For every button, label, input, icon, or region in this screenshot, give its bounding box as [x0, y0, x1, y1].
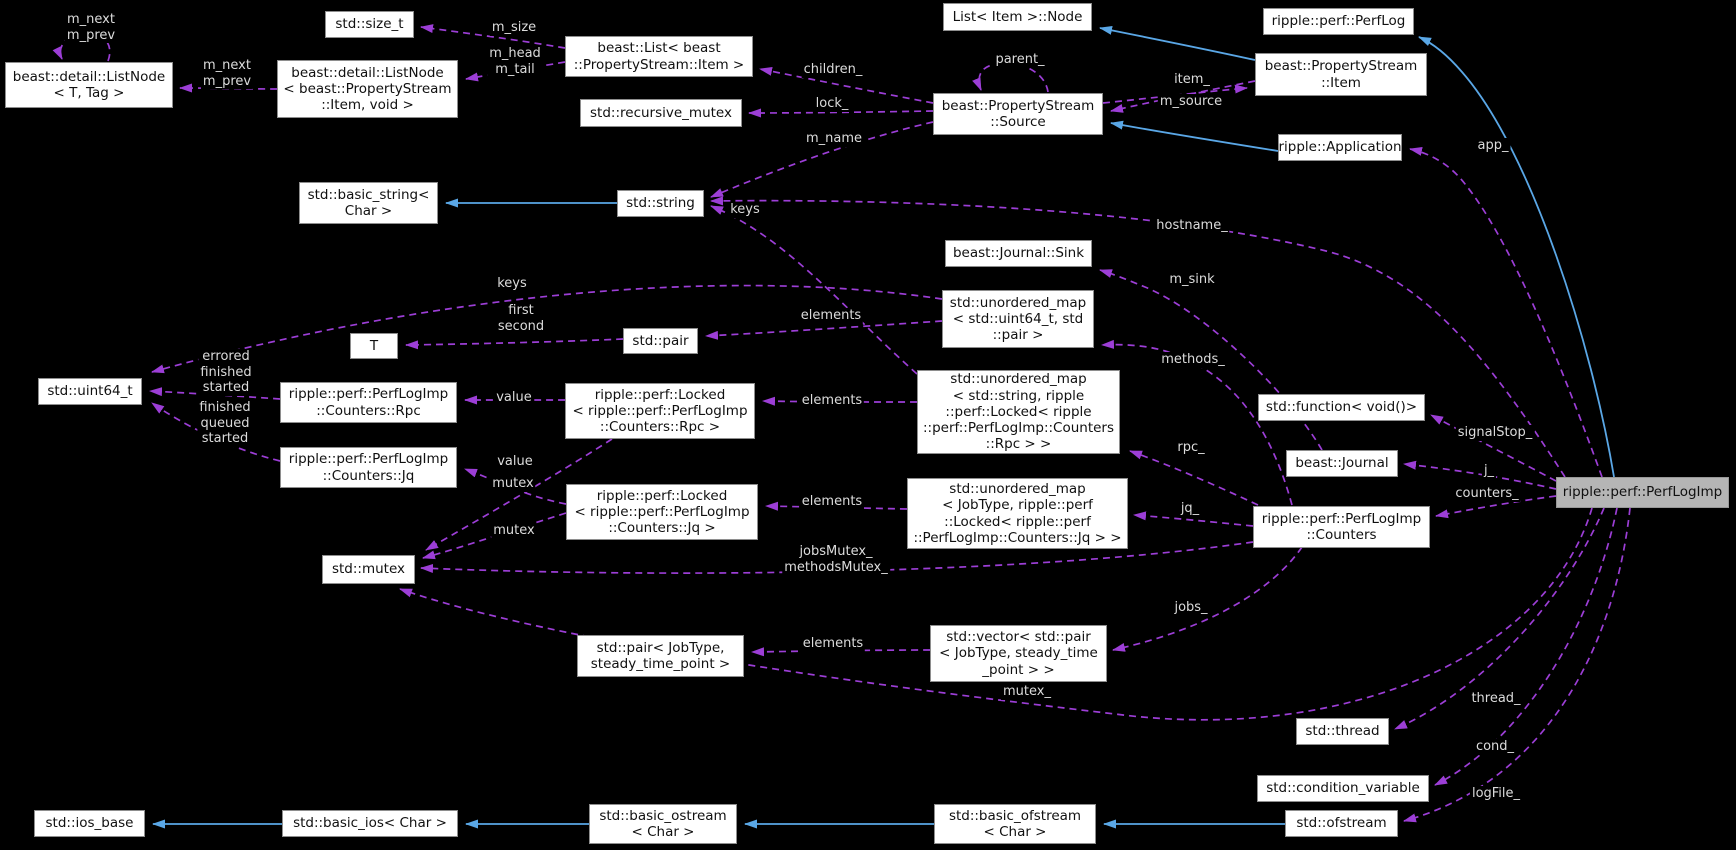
edge-list_psitem-listnode_psitem [465, 61, 566, 82]
edge-rpc_counters-uint64 [149, 387, 281, 400]
edge-counters-umap_jobtype [1133, 511, 1254, 527]
node-list_item_node[interactable]: List< Item >::Node [943, 3, 1092, 31]
edge-listnode_psitem-listnode_t_tag [179, 83, 278, 93]
edge-perflogimp-perflog [1418, 36, 1615, 478]
edge-perflogimp-thread [1394, 507, 1605, 730]
edge-umap_string-string [710, 205, 918, 375]
edge-ps_source-ps_item [1102, 84, 1248, 104]
edge-perflogimp-function_void [1430, 414, 1557, 482]
node-umap_uint64[interactable]: std::unordered_map < std::uint64_t, std … [942, 290, 1094, 348]
node-umap_jobtype[interactable]: std::unordered_map < JobType, ripple::pe… [907, 478, 1128, 549]
edge-vector-pair_jobtype [751, 647, 931, 657]
node-ofstream[interactable]: std::ofstream [1285, 810, 1398, 837]
node-locked_jq[interactable]: ripple::perf::Locked < ripple::perf::Per… [566, 484, 758, 540]
node-application[interactable]: ripple::Application [1278, 134, 1402, 161]
edge-perflogimp-ofstream [1403, 507, 1631, 823]
edge-application-ps_source [1110, 120, 1279, 152]
node-string[interactable]: std::string [617, 190, 704, 217]
node-umap_string[interactable]: std::unordered_map < std::string, ripple… [917, 370, 1120, 454]
node-function_void[interactable]: std::function< void()> [1258, 394, 1425, 421]
edge-locked_jq-jq_counters [464, 468, 567, 505]
edge-jq_counters-uint64 [151, 402, 281, 462]
node-pair[interactable]: std::pair [623, 328, 698, 354]
edge-perflogimp-application [1409, 146, 1603, 478]
node-basic_string[interactable]: std::basic_string< Char > [299, 182, 438, 224]
node-basic_ofstream[interactable]: std::basic_ofstream < Char > [934, 804, 1096, 844]
node-ios_base[interactable]: std::ios_base [34, 810, 145, 837]
edge-ps_source-recursive_mutex [748, 108, 934, 118]
node-uint64[interactable]: std::uint64_t [38, 378, 142, 405]
edge-locked_rpc-mutex [425, 438, 613, 551]
node-basic_ios[interactable]: std::basic_ios< Char > [282, 810, 458, 837]
node-recursive_mutex[interactable]: std::recursive_mutex [580, 99, 742, 127]
node-rpc_counters[interactable]: ripple::perf::PerfLogImp ::Counters::Rpc [280, 382, 457, 423]
edge-umap_uint64-pair [705, 320, 943, 340]
edge-ps_source-ps_source [972, 62, 1049, 93]
node-ps_item[interactable]: beast::PropertyStream ::Item [1255, 53, 1427, 96]
node-condition_variable[interactable]: std::condition_variable [1257, 775, 1429, 802]
node-size_t[interactable]: std::size_t [325, 11, 414, 38]
edge-ps_item-list_item_node [1099, 25, 1256, 61]
node-listnode_t_tag[interactable]: beast::detail::ListNode < T, Tag > [5, 62, 173, 108]
node-journal[interactable]: beast::Journal [1286, 450, 1398, 477]
edge-counters-umap_string [1129, 450, 1259, 506]
node-mutex[interactable]: std::mutex [322, 555, 415, 584]
node-t_box[interactable]: T [350, 333, 398, 359]
edge-ps_source-list_psitem [759, 66, 934, 104]
edge-counters-umap_uint64 [1101, 339, 1293, 506]
edge-perflogimp-string [710, 196, 1566, 478]
node-ps_source[interactable]: beast::PropertyStream ::Source [933, 93, 1103, 135]
node-perflogimp: ripple::perf::PerfLogImp [1556, 477, 1729, 508]
node-perflog[interactable]: ripple::perf::PerfLog [1263, 8, 1414, 35]
edge-ps_source-string [710, 121, 934, 198]
edge-listnode_t_tag-listnode_t_tag [52, 31, 111, 62]
edge-locked_jq-mutex [422, 512, 567, 560]
edge-perflogimp-condition_variable [1434, 507, 1618, 786]
node-counters[interactable]: ripple::perf::PerfLogImp ::Counters [1253, 506, 1430, 548]
node-basic_ostream[interactable]: std::basic_ostream < Char > [589, 804, 737, 844]
edge-ps_item-ps_source [1110, 80, 1256, 113]
edge-pair-t_box [405, 338, 624, 350]
edge-umap_string-locked_rpc [762, 396, 918, 406]
node-thread[interactable]: std::thread [1296, 718, 1389, 745]
edge-umap_uint64-uint64 [151, 284, 943, 374]
edge-perflogimp-journal [1403, 460, 1557, 490]
node-listnode_psitem[interactable]: beast::detail::ListNode < beast::Propert… [277, 60, 458, 118]
node-pair_jobtype[interactable]: std::pair< JobType, steady_time_point > [577, 635, 744, 677]
node-vector[interactable]: std::vector< std::pair < JobType, steady… [930, 625, 1107, 682]
edge-counters-vector [1112, 546, 1303, 652]
edge-list_psitem-size_t [420, 24, 566, 49]
node-list_psitem[interactable]: beast::List< beast ::PropertyStream::Ite… [565, 36, 753, 77]
node-jq_counters[interactable]: ripple::perf::PerfLogImp ::Counters::Jq [280, 447, 457, 488]
node-journal_sink[interactable]: beast::Journal::Sink [945, 240, 1092, 267]
edge-counters-mutex [420, 541, 1254, 574]
node-locked_rpc[interactable]: ripple::perf::Locked < ripple::perf::Per… [565, 383, 755, 439]
edge-journal-journal_sink [1099, 269, 1323, 451]
edge-perflogimp-counters [1435, 495, 1557, 519]
edge-umap_jobtype-locked_jq [765, 501, 908, 511]
